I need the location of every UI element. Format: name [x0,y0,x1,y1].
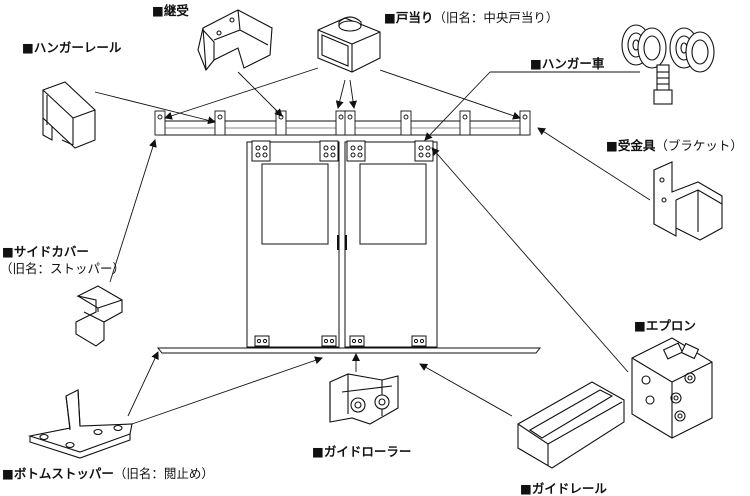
side-cover-part-drawing [75,285,123,347]
guide-roller-part-drawing [329,373,399,425]
label-hanger-car: ■ハンガー車 [530,56,605,71]
joint-part-drawing [197,9,273,72]
label-door-stop: ■戸当り（旧名：中央戸当り） [384,10,559,25]
hanger-rail-part-drawing [42,81,96,149]
label-hanger-rail: ■ハンガーレール [22,40,122,55]
top-rail-assembly [154,110,531,136]
label-side-cover: ■サイドカバー [2,244,89,259]
bracket-part-drawing [653,161,723,241]
leader-lines [94,67,651,425]
label-guide-rail: ■ガイドレール [520,481,607,496]
label-bracket: ■受金具（ブラケット） [606,138,743,153]
label-apron: ■エプロン [634,318,696,333]
label-joint: ■継受 [152,3,189,18]
right-door [344,140,438,348]
bottom-stopper-part-drawing [27,389,133,459]
left-door [246,140,340,348]
hanger-wheel-part-drawing [621,24,715,105]
label-guide-roller: ■ガイドローラー [312,444,412,459]
apron-part-drawing [631,337,713,439]
label-bottom-stopper: ■ボトムストッパー（旧名：閲止め） [2,466,214,481]
bottom-guide-rail [156,347,542,354]
door-stop-part-drawing [317,16,381,73]
label-side-cover-note: （旧名：ストッパー） [0,261,126,276]
guide-rail-part-drawing [517,381,625,469]
